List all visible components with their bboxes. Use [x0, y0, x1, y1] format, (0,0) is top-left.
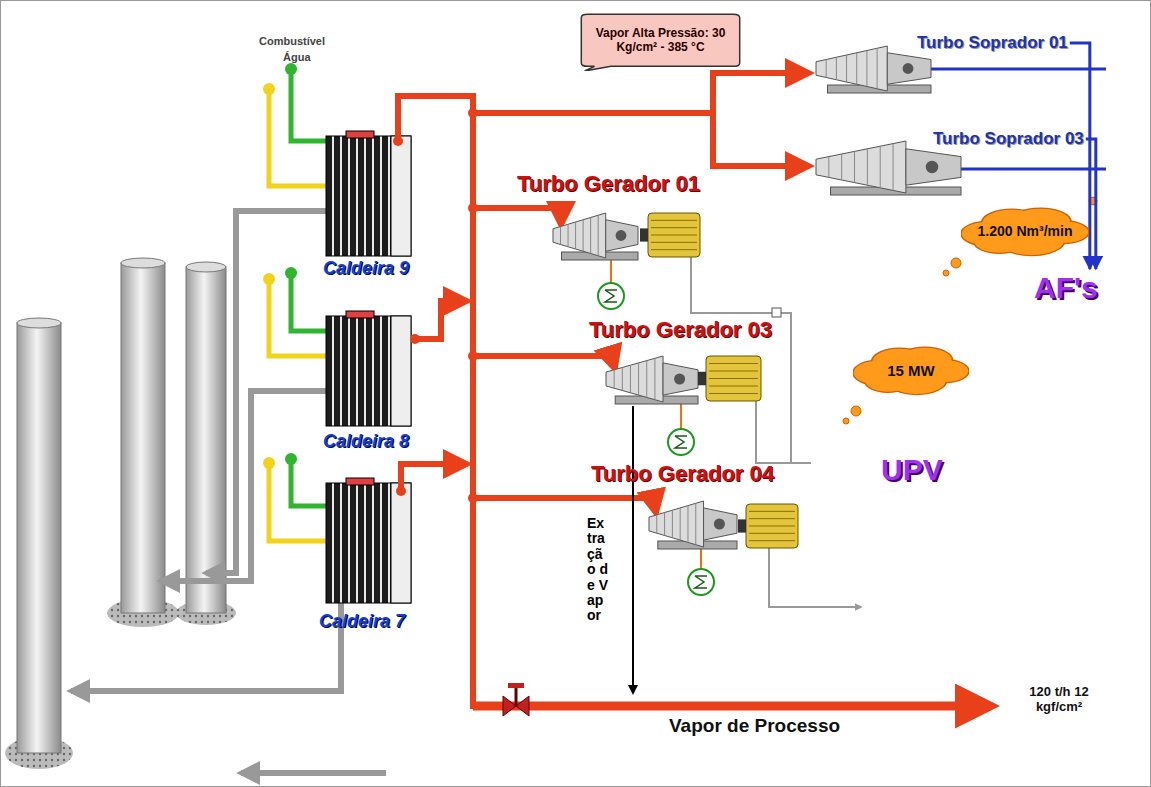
- node-text: Turbo Soprador 01: [917, 33, 1068, 53]
- callout-bubble: Vapor Alta Pressão: 30 Kg/cm² - 385 °C: [578, 13, 743, 71]
- node-text: Caldeira 8: [323, 431, 409, 452]
- equipment-label: Turbo Gerador 04: [591, 461, 774, 487]
- diagram-label: 120 t/h 12 kgf/cm²: [1013, 685, 1105, 715]
- equipment-label: Turbo Soprador 01: [917, 33, 1068, 53]
- node-text: Turbo Gerador 03: [589, 317, 772, 343]
- turbine-casing: [816, 46, 887, 91]
- equipment-label: Turbo Gerador 01: [517, 171, 700, 197]
- diagram-label: UPV: [881, 453, 943, 487]
- node-text: Turbo Soprador 03: [933, 129, 1084, 149]
- node-text: 15 MW: [887, 362, 935, 379]
- equipment-label: Caldeira 7: [319, 611, 405, 632]
- node-text: Vapor Alta Pressão: 30 Kg/cm² - 385 °C: [588, 26, 733, 54]
- diagram-label: Vapor de Processo: [669, 715, 840, 737]
- condensate-pump: [598, 283, 624, 309]
- condensate-pump: [688, 569, 714, 595]
- exhaust-air-line: [1086, 139, 1096, 269]
- equipment-label: Turbo Soprador 03: [933, 129, 1084, 149]
- turbine-casing: [553, 213, 606, 258]
- generator: [706, 356, 761, 401]
- turbine-casing: [649, 501, 704, 547]
- node-text: AF's: [1034, 271, 1098, 305]
- generator: [746, 504, 798, 548]
- value-cloud: 1.200 Nm³/min: [961, 204, 1089, 258]
- diagram-label: Extração de Vapor: [587, 516, 608, 624]
- node-text: 1.200 Nm³/min: [978, 223, 1073, 239]
- turbine-casing: [606, 356, 663, 402]
- diagram-label: Combustível: [259, 35, 325, 47]
- condensate-pump: [668, 429, 694, 455]
- equipment-label: Caldeira 8: [323, 431, 409, 452]
- node-text: Caldeira 7: [319, 611, 405, 632]
- equipment-label: Turbo Gerador 03: [589, 317, 772, 343]
- equipment-label: Caldeira 9: [323, 258, 409, 279]
- generator: [648, 213, 700, 257]
- equipment-label: AF's: [1034, 271, 1098, 305]
- turbine-casing: [816, 141, 906, 193]
- diagram-label: Água: [283, 51, 311, 63]
- node-text: Caldeira 9: [323, 258, 409, 279]
- value-cloud: 15 MW: [853, 343, 969, 397]
- node-text: Turbo Gerador 01: [517, 171, 700, 197]
- node-text: Turbo Gerador 04: [591, 461, 774, 487]
